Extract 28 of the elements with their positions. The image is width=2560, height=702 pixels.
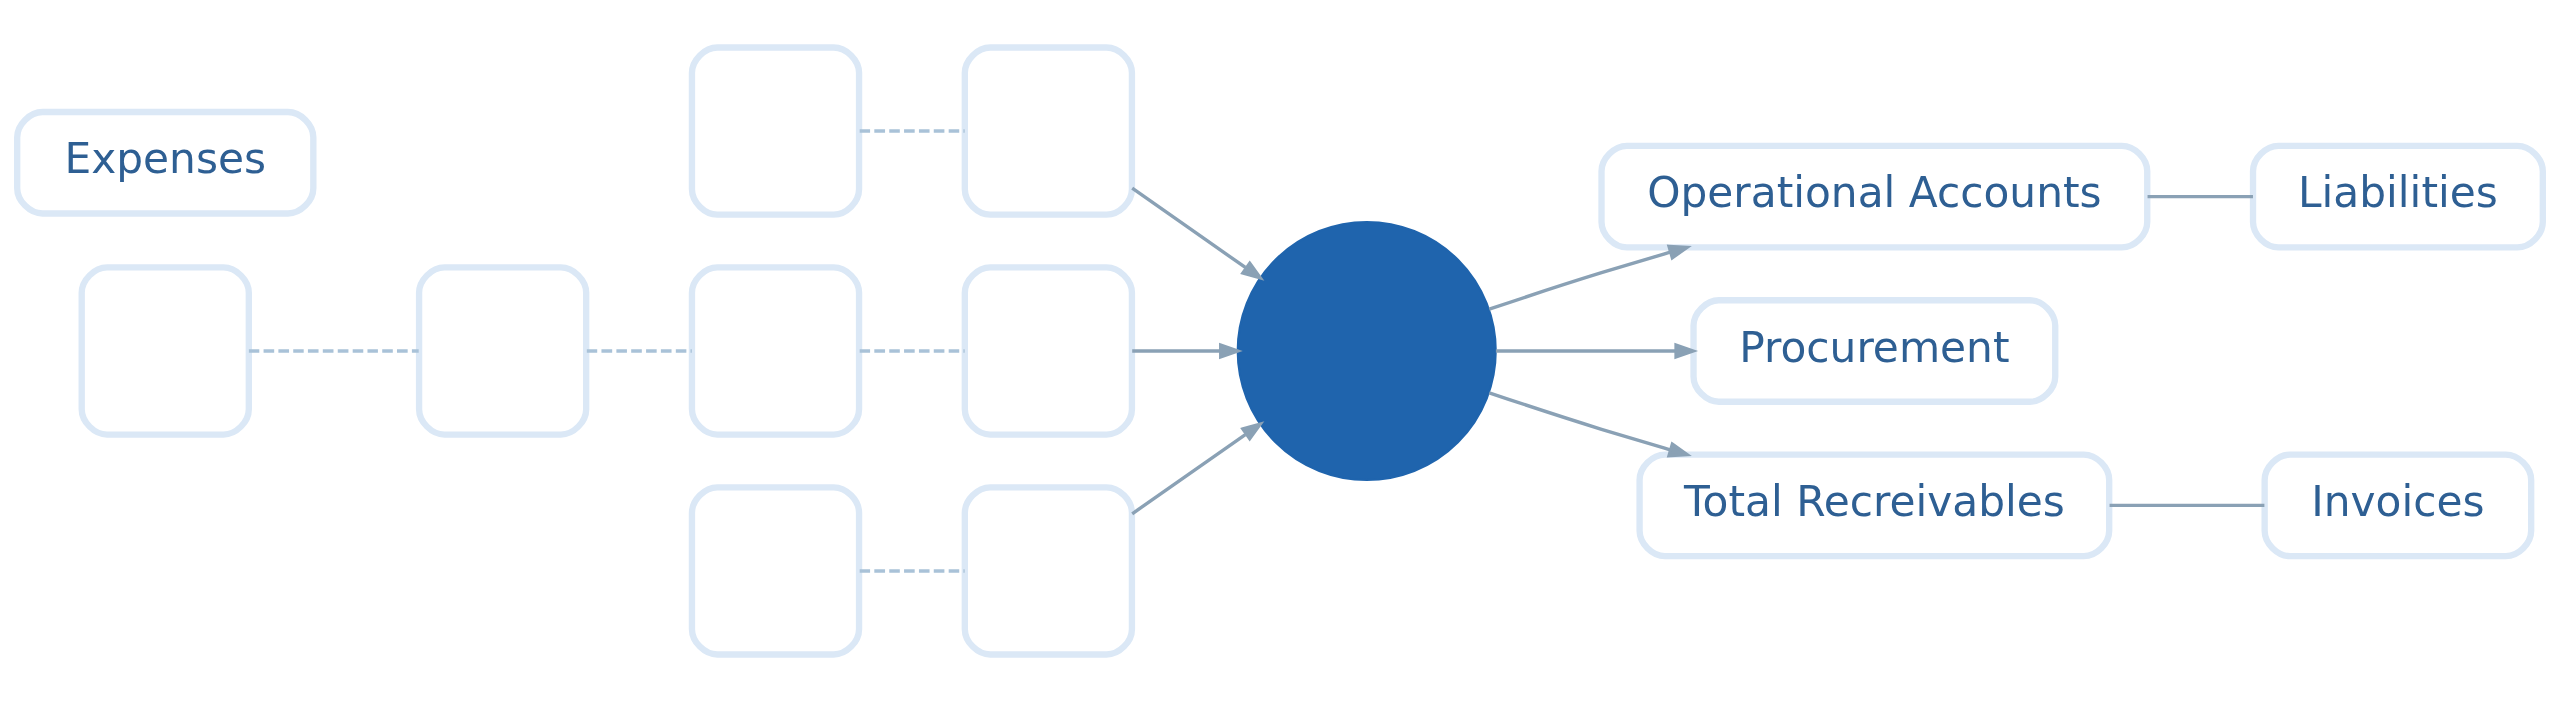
node-box bbox=[688, 44, 863, 218]
node-box: Procurement bbox=[1690, 297, 2059, 405]
arrow bbox=[1131, 421, 1265, 516]
connector bbox=[2147, 194, 2253, 199]
node-box: Liabilities bbox=[2249, 142, 2546, 251]
connector bbox=[859, 349, 965, 353]
node-box bbox=[961, 264, 1136, 438]
node-box: Total Recreivables bbox=[1636, 451, 2113, 560]
connector bbox=[2109, 503, 2265, 508]
arrow bbox=[1488, 244, 1692, 311]
arrow bbox=[1488, 391, 1692, 458]
arrow bbox=[1132, 342, 1243, 360]
node-box bbox=[688, 484, 863, 658]
arrow bbox=[1495, 342, 1699, 360]
connector bbox=[586, 349, 692, 353]
node-box: Operational Accounts bbox=[1598, 142, 2151, 251]
node-box bbox=[688, 264, 863, 438]
node-circle bbox=[1236, 220, 1497, 482]
connector bbox=[859, 129, 965, 133]
node-box: Invoices bbox=[2261, 451, 2535, 560]
node-box bbox=[415, 264, 590, 438]
connector bbox=[859, 569, 965, 573]
arrow bbox=[1131, 186, 1265, 281]
connector bbox=[248, 349, 419, 353]
node-box bbox=[961, 44, 1136, 218]
node-box bbox=[961, 484, 1136, 658]
node-box: Expenses bbox=[14, 108, 317, 217]
node-box bbox=[78, 264, 252, 438]
